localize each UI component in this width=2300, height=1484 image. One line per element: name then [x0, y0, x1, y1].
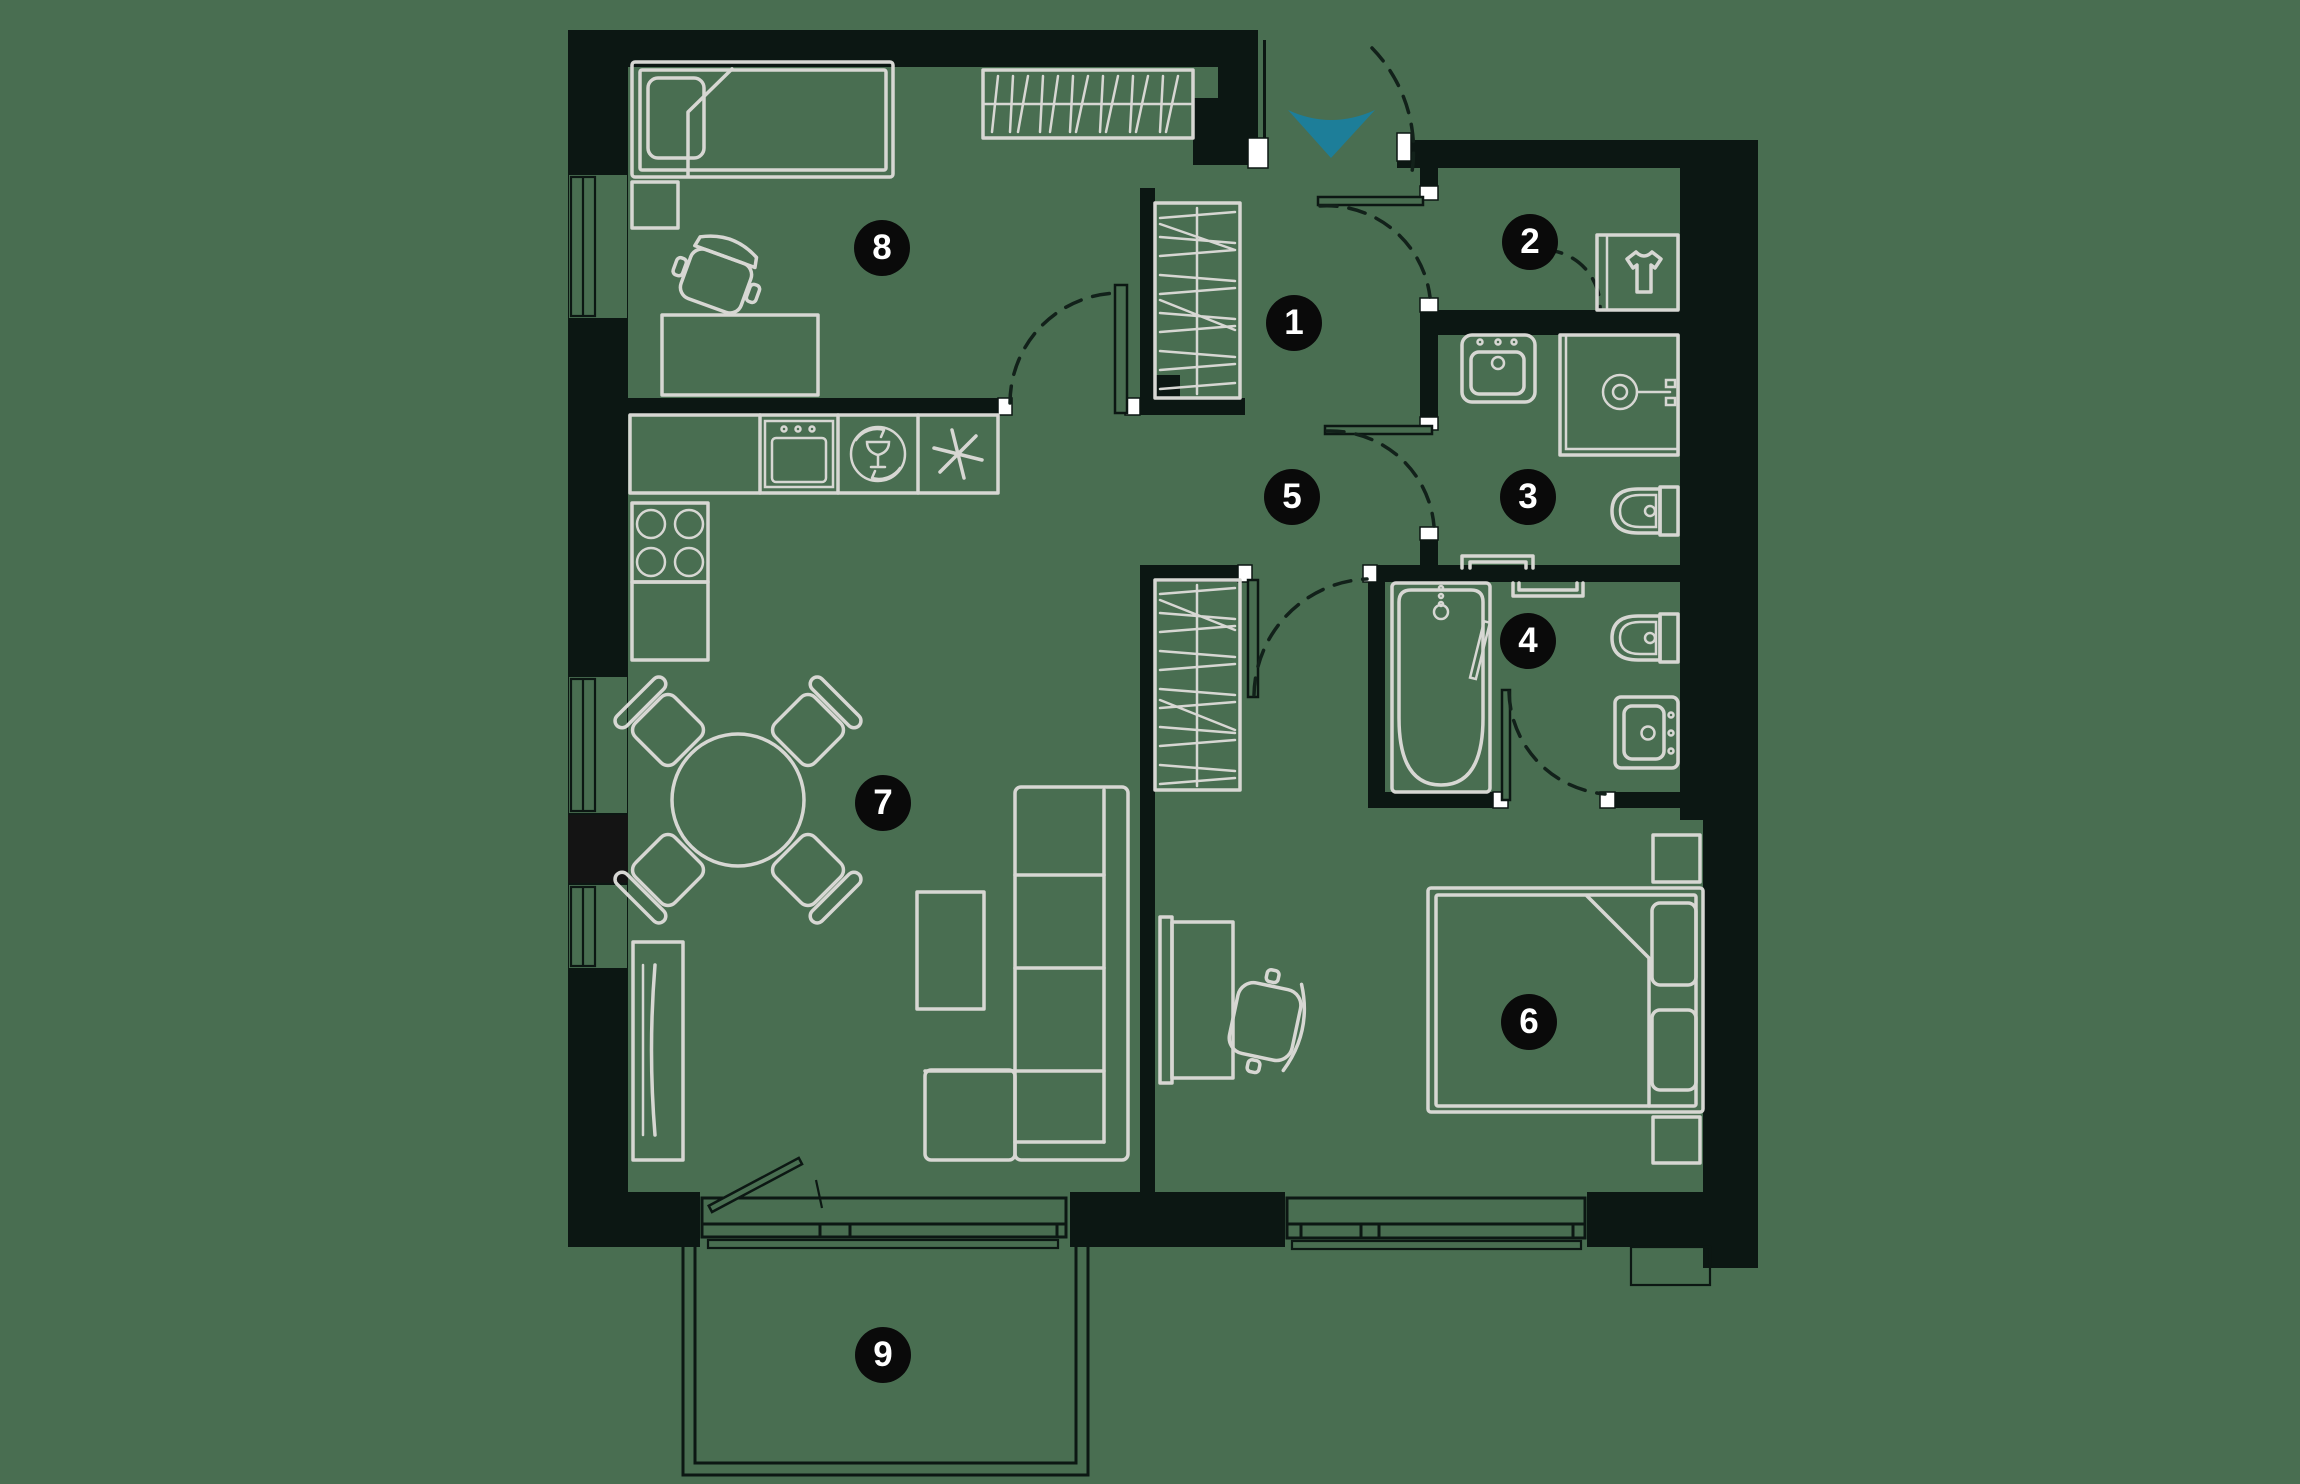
- balcony: [681, 1247, 1090, 1477]
- window-room8: [569, 175, 627, 318]
- room2-inner-arc: [1543, 248, 1602, 312]
- bedroom-door-leaf: [1246, 578, 1260, 699]
- window-living-1: [569, 677, 627, 813]
- bath4-door-leaf: [1500, 688, 1512, 802]
- washbasin: [1613, 695, 1680, 770]
- entry-door-arc: [1370, 46, 1416, 174]
- dining-chair: [770, 832, 863, 925]
- nightstand: [1651, 833, 1702, 884]
- kitchen-counter: [628, 413, 1000, 495]
- dining-chair: [770, 675, 863, 768]
- dining-chair: [613, 832, 706, 925]
- dining-chair: [613, 675, 706, 768]
- living-room-furniture: [613, 675, 1130, 1162]
- double-bed: [1426, 886, 1705, 1114]
- bath4-door-arc: [1507, 690, 1607, 796]
- room8-door-arc: [1008, 291, 1122, 405]
- toilet: [1610, 612, 1680, 664]
- open-window-sash: [707, 1156, 804, 1214]
- entrance-arrow: [1288, 110, 1375, 158]
- kitchen: [628, 413, 1000, 662]
- bedroom-closet: [1153, 578, 1242, 792]
- plant: [671, 234, 762, 315]
- toilet: [1610, 485, 1680, 537]
- bedroom-door-arc: [1252, 577, 1369, 697]
- door-jambs: [997, 132, 1616, 809]
- porch-wall-line: [1253, 40, 1256, 140]
- wardrobe: [981, 68, 1195, 140]
- bathtub: [1390, 581, 1492, 794]
- bathroom3-fixtures: [1460, 333, 1680, 570]
- tshirt-icon: [1625, 250, 1663, 294]
- coffee-table: [915, 890, 986, 1011]
- balcony-door-unit: [700, 1156, 1070, 1250]
- bedroom-window-unit: [1285, 1192, 1587, 1251]
- dishwasher-icon: [849, 425, 907, 483]
- desk-chair: [1227, 968, 1307, 1075]
- stove: [630, 501, 710, 584]
- hood-asterisk-icon: [932, 428, 984, 480]
- washbasin: [1460, 333, 1537, 404]
- desk: [660, 313, 820, 397]
- bathroom4-fixtures: [1390, 581, 1680, 794]
- room8-furniture: [630, 60, 1195, 397]
- window-living-2: [569, 885, 627, 968]
- nightstand: [630, 180, 680, 230]
- room-badge-1: 1: [1266, 295, 1322, 351]
- room-badge-4: 4: [1500, 613, 1556, 669]
- tv-stand: [631, 940, 685, 1162]
- windows: [569, 175, 627, 968]
- kitchen-cabinet: [630, 580, 710, 662]
- towel-rail: [1460, 554, 1535, 570]
- shower: [1558, 333, 1680, 457]
- nightstand: [1651, 1115, 1702, 1165]
- room-badge-3: 3: [1500, 469, 1556, 525]
- exterior-step: [1629, 1245, 1712, 1287]
- sofa: [923, 785, 1130, 1162]
- room-badge-9: 9: [855, 1327, 911, 1383]
- room-badge-2: 2: [1502, 214, 1558, 270]
- towel-rail: [1511, 581, 1585, 598]
- kitchen-sink: [763, 419, 835, 489]
- room8-door-leaf: [1113, 283, 1129, 415]
- room2-door-arc: [1318, 204, 1432, 299]
- bedroom-desk: [1158, 915, 1235, 1085]
- single-bed: [630, 60, 895, 179]
- laundry-cabinet: [1595, 233, 1680, 312]
- porch-wall-line: [1263, 40, 1266, 140]
- dining-table: [670, 732, 806, 868]
- hallway-closet: [1153, 201, 1242, 400]
- bedroom-furniture: [1153, 578, 1705, 1165]
- interior-walls: [568, 168, 1683, 1192]
- room-badge-6: 6: [1501, 994, 1557, 1050]
- room2-door-leaf: [1316, 195, 1425, 207]
- bath3-door-arc: [1325, 429, 1436, 528]
- room-badge-5: 5: [1264, 469, 1320, 525]
- room-badge-8: 8: [854, 220, 910, 276]
- bath3-door-leaf: [1323, 424, 1434, 436]
- room-badge-7: 7: [855, 775, 911, 831]
